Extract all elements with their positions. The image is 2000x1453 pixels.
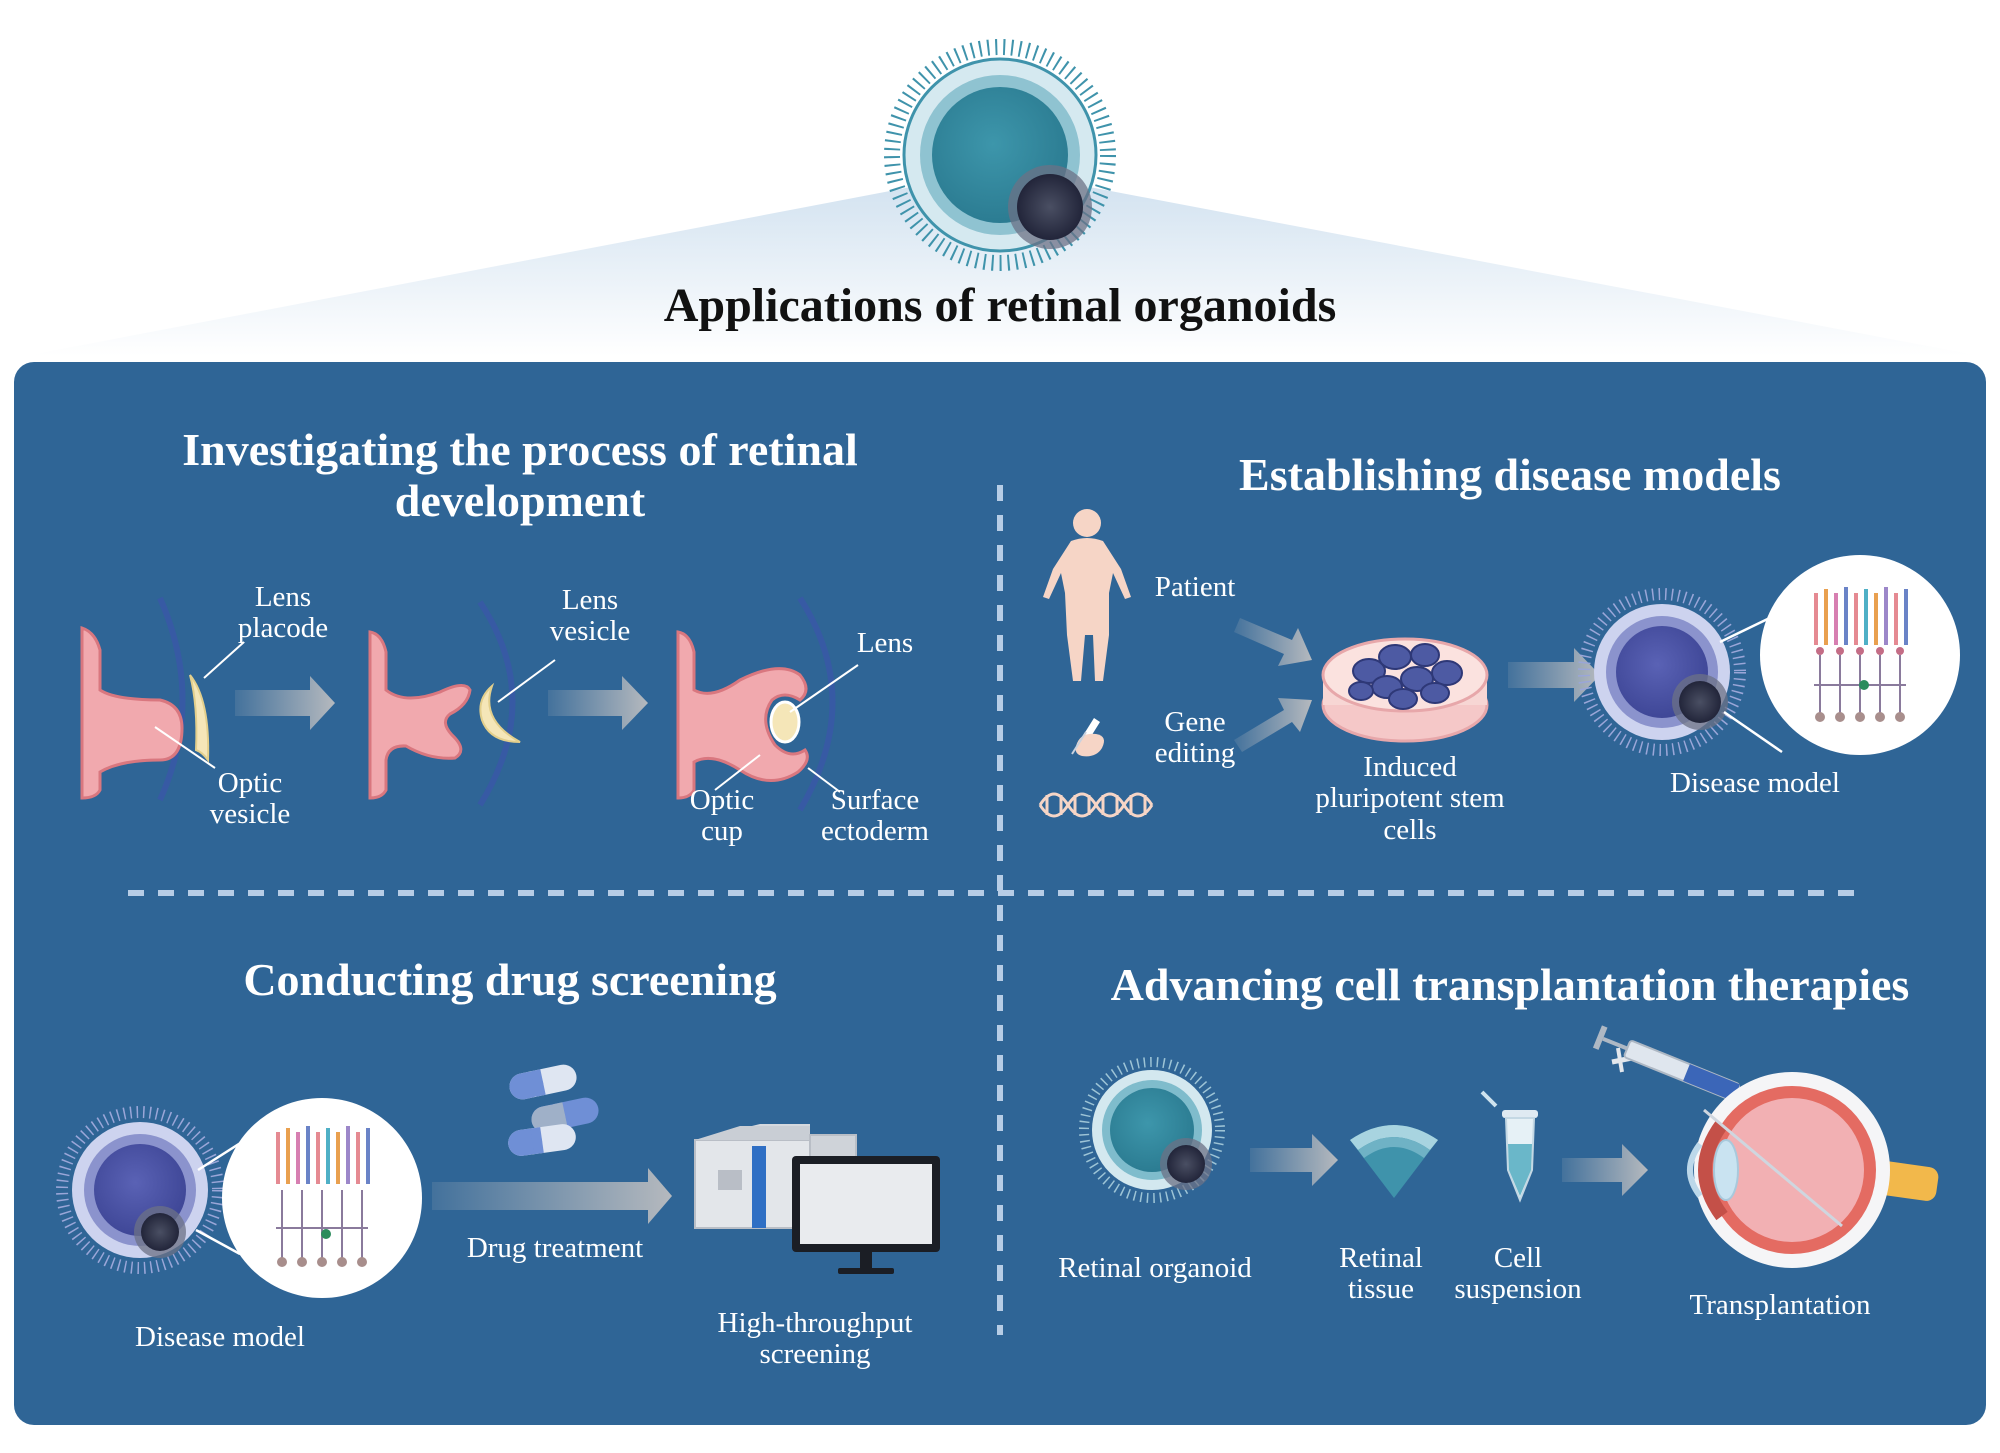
arrow-dev-2 [548, 676, 648, 730]
arrow-patient-to-ipsc [1234, 618, 1312, 666]
arrow-dev-1 [235, 676, 335, 730]
label-optic-vesicle: Optic vesicle [209, 767, 291, 831]
drug-retina-cell-layers-icon [222, 1098, 422, 1298]
optic-vesicle-stage-1 [80, 596, 245, 802]
disease-organoid-icon [1578, 588, 1783, 756]
label-retinal-tissue: Retinal tissue [1339, 1242, 1423, 1306]
label-ipsc: Induced pluripotent stem cells [1315, 751, 1505, 846]
drug-organoid-icon [56, 1106, 243, 1274]
retina-cell-layers-icon [1760, 555, 1960, 755]
label-retinal-organoid: Retinal organoid [1058, 1252, 1252, 1284]
section-title-drug: Conducting drug screening [243, 954, 777, 1005]
tissue-slice-icon [1350, 1125, 1438, 1198]
lens-shape [769, 700, 801, 744]
label-lens-placode: Lens placode [237, 581, 329, 645]
label-drug-treatment: Drug treatment [466, 1232, 644, 1264]
label-cell-suspension: Cell suspension [1454, 1242, 1582, 1306]
label-gene-editing: Gene editing [1154, 706, 1236, 770]
human-figure-icon [1043, 509, 1131, 681]
optic-cup-stage [676, 596, 859, 812]
dna-icon [1038, 792, 1154, 818]
eye-icon [1687, 1072, 1939, 1268]
arrow-organoid-to-tissue [1250, 1134, 1338, 1186]
label-disease-model: Disease model [1670, 767, 1840, 799]
arrow-drug-treatment [432, 1168, 672, 1224]
arrow-tube-to-eye [1562, 1144, 1648, 1196]
label-lens: Lens [856, 627, 914, 659]
label-optic-cup: Optic cup [689, 784, 755, 848]
transplant-organoid-icon [1079, 1057, 1225, 1203]
roof-shape [25, 170, 1980, 356]
section-title-transplant: Advancing cell transplantation therapies [1110, 959, 1910, 1010]
section-title-disease: Establishing disease models [1239, 449, 1781, 500]
lens-vesicle-stage [368, 600, 556, 807]
gene-editing-icon [1071, 718, 1104, 757]
arrow-ipsc-to-model [1508, 648, 1600, 702]
label-patient: Patient [1154, 571, 1236, 603]
label-drug-disease-model: Disease model [135, 1321, 305, 1353]
arrow-gene-to-ipsc [1234, 698, 1312, 752]
label-transplantation: Transplantation [1689, 1289, 1871, 1321]
section-title-development: Investigating the process of retinal dev… [182, 424, 858, 526]
retinal-organoid-icon [884, 39, 1116, 271]
tube-icon [1480, 1090, 1538, 1203]
lens-placode-shape [189, 674, 210, 763]
petri-dish-icon [1321, 637, 1489, 743]
lens-vesicle-shape [479, 682, 521, 743]
monitor-icon [792, 1156, 940, 1274]
capsule-icon [508, 1064, 599, 1156]
label-lens-vesicle: Lens vesicle [549, 584, 631, 648]
page-title: Applications of retinal organoids [663, 279, 1337, 332]
label-surface-ectoderm: Surface ectoderm [821, 784, 929, 848]
label-hts: High-throughput screening [717, 1307, 913, 1371]
